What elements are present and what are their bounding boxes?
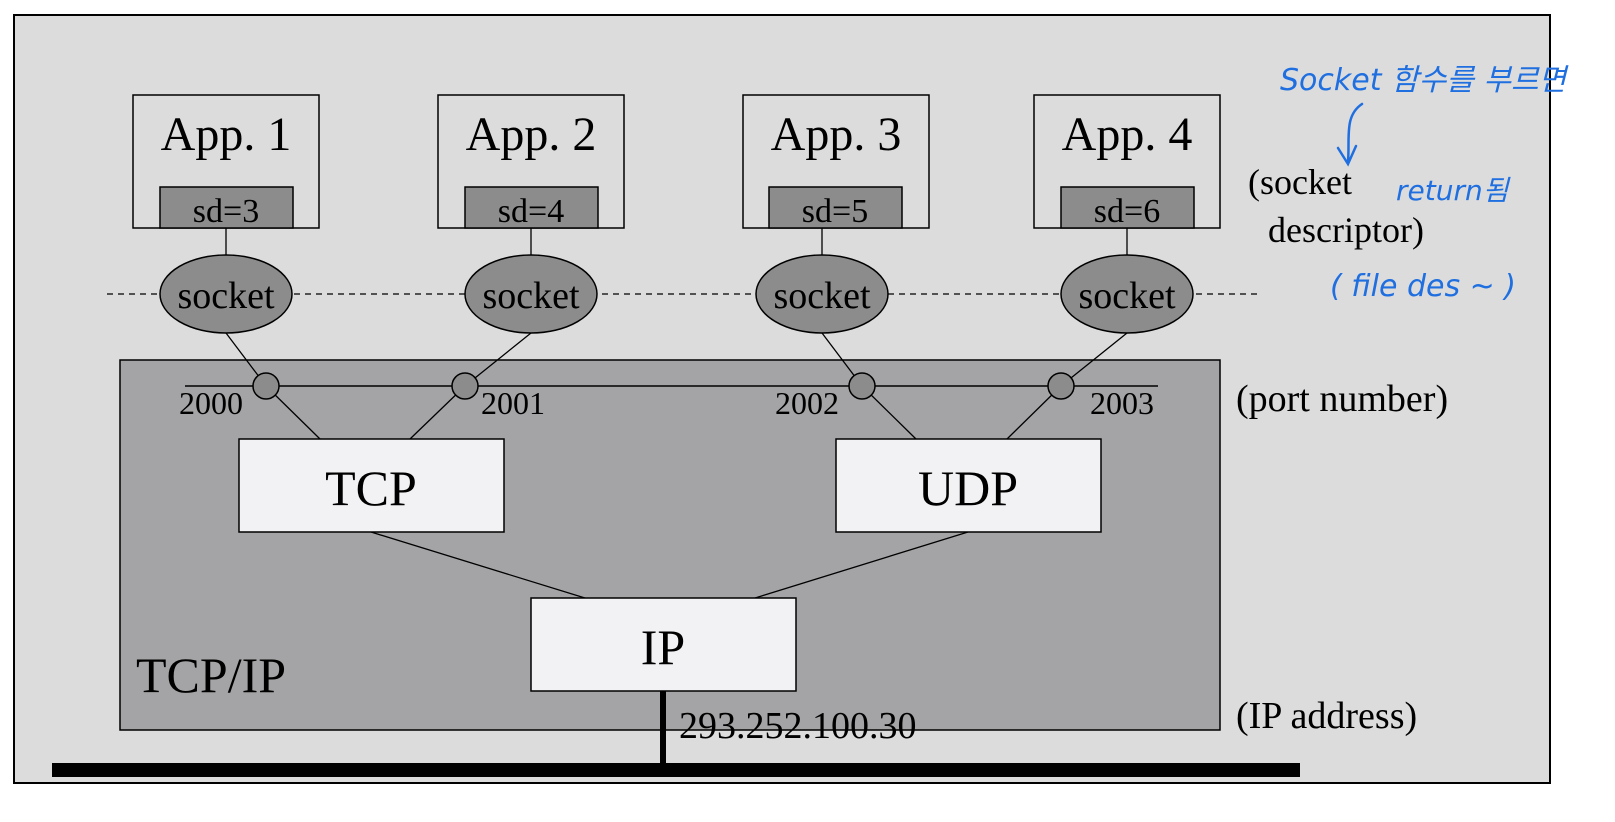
handwritten-note-line3: ( file des ~ )	[1330, 269, 1516, 304]
udp-to-ip	[754, 531, 969, 599]
stack-label: TCP/IP	[136, 647, 286, 703]
sd-box	[1060, 186, 1195, 229]
sd-box	[768, 186, 903, 229]
socket2-to-port2001	[464, 332, 532, 387]
port-label-2001: 2001	[481, 385, 545, 421]
handwritten-note-line1: Socket 함수를 부르면	[1280, 63, 1570, 98]
app-name: App. 3	[771, 108, 902, 161]
sd-box	[464, 186, 599, 229]
port-label-2003: 2003	[1090, 385, 1154, 421]
port-circle-2003	[1047, 372, 1075, 400]
socket4-to-port2003	[1060, 332, 1128, 387]
app-name: App. 4	[1062, 108, 1193, 161]
tcp-to-ip	[370, 531, 586, 599]
network-bus	[52, 763, 1300, 777]
socket-descriptor-label-line2: descriptor)	[1268, 210, 1424, 250]
port-label-2000: 2000	[179, 385, 243, 421]
socket-label: socket	[1078, 275, 1176, 317]
udp-box	[835, 438, 1102, 533]
port-number-label: (port number)	[1236, 378, 1448, 420]
ip-box	[530, 597, 797, 692]
sd-box	[159, 186, 294, 229]
sd-label: sd=6	[1094, 193, 1160, 230]
tcp-box	[238, 438, 505, 533]
sd-label: sd=3	[193, 193, 259, 230]
udp-label: UDP	[918, 460, 1018, 516]
port-circle-2001	[451, 372, 479, 400]
app-1: App. 1 sd=3 socket	[132, 94, 320, 334]
tcp-label: TCP	[325, 460, 417, 516]
app-3: App. 3 sd=5 socket	[742, 94, 930, 334]
app-name: App. 1	[161, 108, 292, 161]
socket-descriptor-label-line1: (socket	[1248, 162, 1352, 202]
port-circle-2000	[252, 372, 280, 400]
ip-label: IP	[641, 619, 685, 675]
handwritten-arrow	[1336, 102, 1364, 167]
app-4: App. 4 sd=6 socket	[1033, 94, 1221, 334]
socket-label: socket	[177, 275, 275, 317]
app-name: App. 2	[466, 108, 597, 161]
sd-label: sd=5	[802, 193, 868, 230]
socket-label: socket	[773, 275, 871, 317]
socket-label: socket	[482, 275, 580, 317]
handwritten-note-line2: return됨	[1396, 174, 1511, 207]
port-label-2002: 2002	[775, 385, 839, 421]
app-2: App. 2 sd=4 socket	[437, 94, 625, 334]
sd-label: sd=4	[498, 193, 564, 230]
port-circle-2002	[848, 372, 876, 400]
ip-address-value: 293.252.100.30	[679, 705, 917, 747]
ip-address-label: (IP address)	[1236, 695, 1417, 737]
